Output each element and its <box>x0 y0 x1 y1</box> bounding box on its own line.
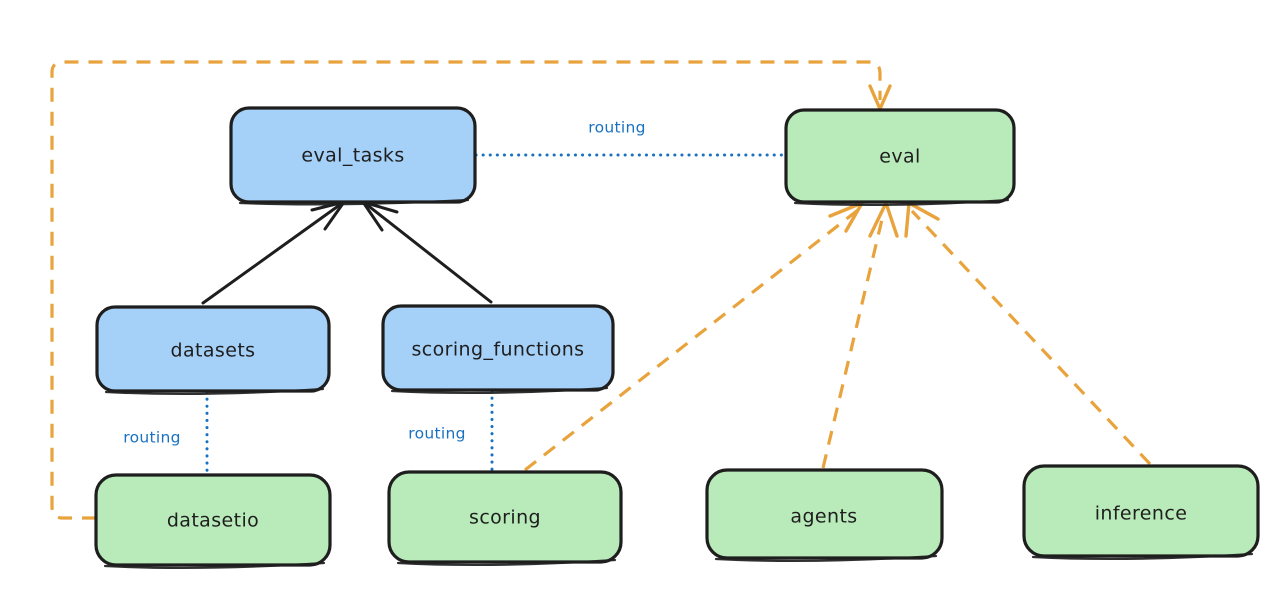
node-eval-tasks-sketch-underline <box>238 198 470 206</box>
node-eval-label: eval <box>879 146 920 168</box>
node-agents[interactable]: agents <box>705 468 944 563</box>
node-agents-sketch-underline <box>714 554 938 563</box>
edge-agents-eval-arrowhead <box>868 201 899 238</box>
node-layer: eval_tasks eval datasets scoring_functio… <box>94 106 1260 570</box>
node-scoring[interactable]: scoring <box>387 470 623 567</box>
node-inference-label: inference <box>1095 503 1188 525</box>
edge-inference-eval[interactable] <box>904 201 1152 466</box>
node-agents-box <box>705 468 944 560</box>
node-eval-tasks-label: eval_tasks <box>301 145 404 167</box>
node-eval[interactable]: eval <box>784 108 1016 207</box>
edge-scoring-functions-eval-tasks-path <box>364 202 493 304</box>
edge-datasets-datasetio[interactable]: routing <box>123 390 209 476</box>
node-inference-box <box>1022 464 1260 558</box>
edge-label-routing-scoring-functions: routing <box>408 425 466 443</box>
edge-scoring-functions-eval-tasks[interactable] <box>361 200 493 304</box>
node-scoring-functions-box <box>381 304 615 392</box>
node-datasetio-sketch-underline <box>103 561 326 570</box>
edge-datasets-eval-tasks-path <box>201 202 343 305</box>
edge-eval-tasks-eval[interactable]: routing <box>474 119 786 157</box>
node-scoring-functions-sketch-underline <box>390 386 609 395</box>
node-agents-label: agents <box>790 506 857 528</box>
edge-label-routing-datasets: routing <box>123 429 181 447</box>
node-eval-sketch-underline <box>793 198 1010 207</box>
edge-agents-eval-path <box>821 210 886 469</box>
node-datasets-sketch-underline <box>104 387 325 396</box>
node-datasets[interactable]: datasets <box>95 305 331 396</box>
node-scoring-box <box>387 470 623 564</box>
edge-datasets-eval-tasks[interactable] <box>201 200 346 305</box>
node-scoring-functions[interactable]: scoring_functions <box>381 304 615 395</box>
edge-label-routing-eval-tasks: routing <box>588 119 646 137</box>
node-datasets-label: datasets <box>171 340 256 362</box>
node-datasetio-box <box>94 473 332 567</box>
edge-inference-eval-path <box>910 209 1152 466</box>
node-scoring-sketch-underline <box>396 558 617 567</box>
edge-inference-eval-arrowhead <box>904 201 940 238</box>
node-datasetio-label: datasetio <box>167 510 259 532</box>
node-scoring-functions-label: scoring_functions <box>412 339 585 361</box>
node-datasetio[interactable]: datasetio <box>94 473 332 570</box>
node-inference-sketch-underline <box>1031 552 1254 561</box>
node-datasets-box <box>95 305 331 393</box>
node-eval-tasks-box <box>229 106 477 204</box>
node-scoring-label: scoring <box>469 507 541 529</box>
node-eval-box <box>784 108 1016 204</box>
edge-scoring-functions-scoring[interactable]: routing <box>408 389 494 473</box>
node-inference[interactable]: inference <box>1022 464 1260 561</box>
edge-agents-eval[interactable] <box>821 201 899 469</box>
node-eval-tasks[interactable]: eval_tasks <box>229 106 477 206</box>
